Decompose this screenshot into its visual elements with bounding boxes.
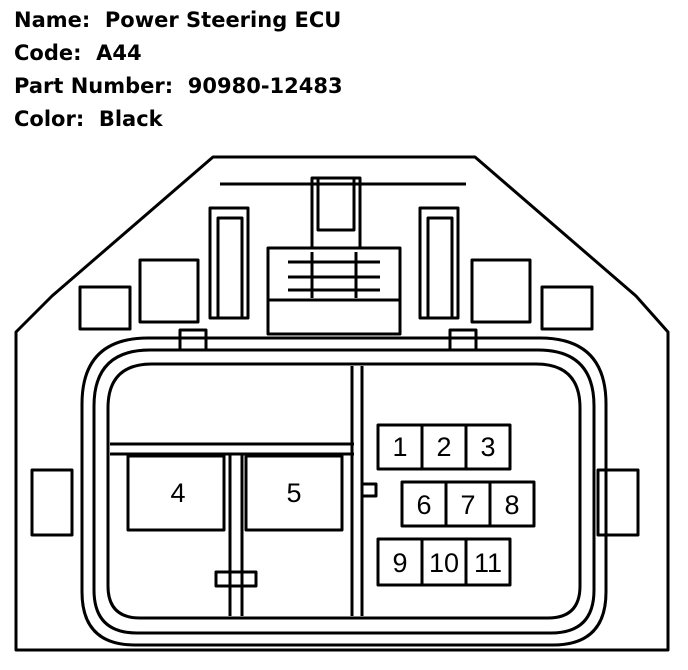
connector-info: Name: Power Steering ECU Code: A44 Part …: [14, 4, 343, 136]
pin-5-label: 5: [286, 478, 301, 508]
right-latch: [596, 468, 640, 537]
seal-inner: [106, 362, 582, 620]
seal-tab-right: [448, 328, 478, 352]
color-label: Color:: [14, 107, 85, 131]
divider-notch: [360, 482, 378, 498]
pin-1-label: 1: [392, 432, 407, 462]
center-latch-base: [266, 298, 402, 336]
top-block-left-outer: [78, 285, 132, 331]
pin-3-label: 3: [480, 432, 495, 462]
part-number-label: Part Number:: [14, 74, 174, 98]
pin-10-label: 10: [429, 548, 459, 578]
pin-11-label: 11: [474, 548, 502, 578]
post-foot: [214, 570, 258, 588]
pin-5-cavity: [244, 454, 344, 532]
pin-4-cavity: [126, 454, 226, 532]
top-block-right-outer: [540, 285, 594, 331]
housing-outline: [14, 155, 670, 652]
pin-9-label: 9: [392, 548, 407, 578]
top-block-left: [138, 258, 200, 324]
code-value: A44: [96, 41, 142, 65]
part-number-row: Part Number: 90980-12483: [14, 70, 343, 103]
left-latch: [30, 468, 74, 537]
color-row: Color: Black: [14, 103, 343, 136]
top-block-right: [470, 258, 532, 324]
top-post-left-inner: [216, 216, 244, 320]
center-latch-body: [266, 246, 402, 302]
seal-tab-left: [178, 328, 208, 352]
pin-11-cavity: [464, 537, 512, 587]
name-label: Name:: [14, 8, 91, 32]
center-latch-inner: [316, 176, 356, 232]
color-value: Black: [98, 107, 163, 131]
name-row: Name: Power Steering ECU: [14, 4, 343, 37]
pin-7-label: 7: [460, 490, 475, 520]
pin-3-cavity: [464, 423, 512, 471]
seal-outer: [80, 336, 608, 647]
seal-middle: [92, 348, 596, 635]
pin-8-label: 8: [504, 490, 519, 520]
center-latch-grid: [288, 252, 380, 298]
pin-2-label: 2: [436, 432, 451, 462]
pin-4-label: 4: [170, 478, 185, 508]
part-number-value: 90980-12483: [187, 74, 343, 98]
top-post-right-inner: [426, 216, 454, 320]
pin-8-cavity: [488, 480, 536, 528]
pin-6-label: 6: [416, 490, 431, 520]
code-label: Code:: [14, 41, 82, 65]
name-value: Power Steering ECU: [104, 8, 342, 32]
code-row: Code: A44: [14, 37, 343, 70]
